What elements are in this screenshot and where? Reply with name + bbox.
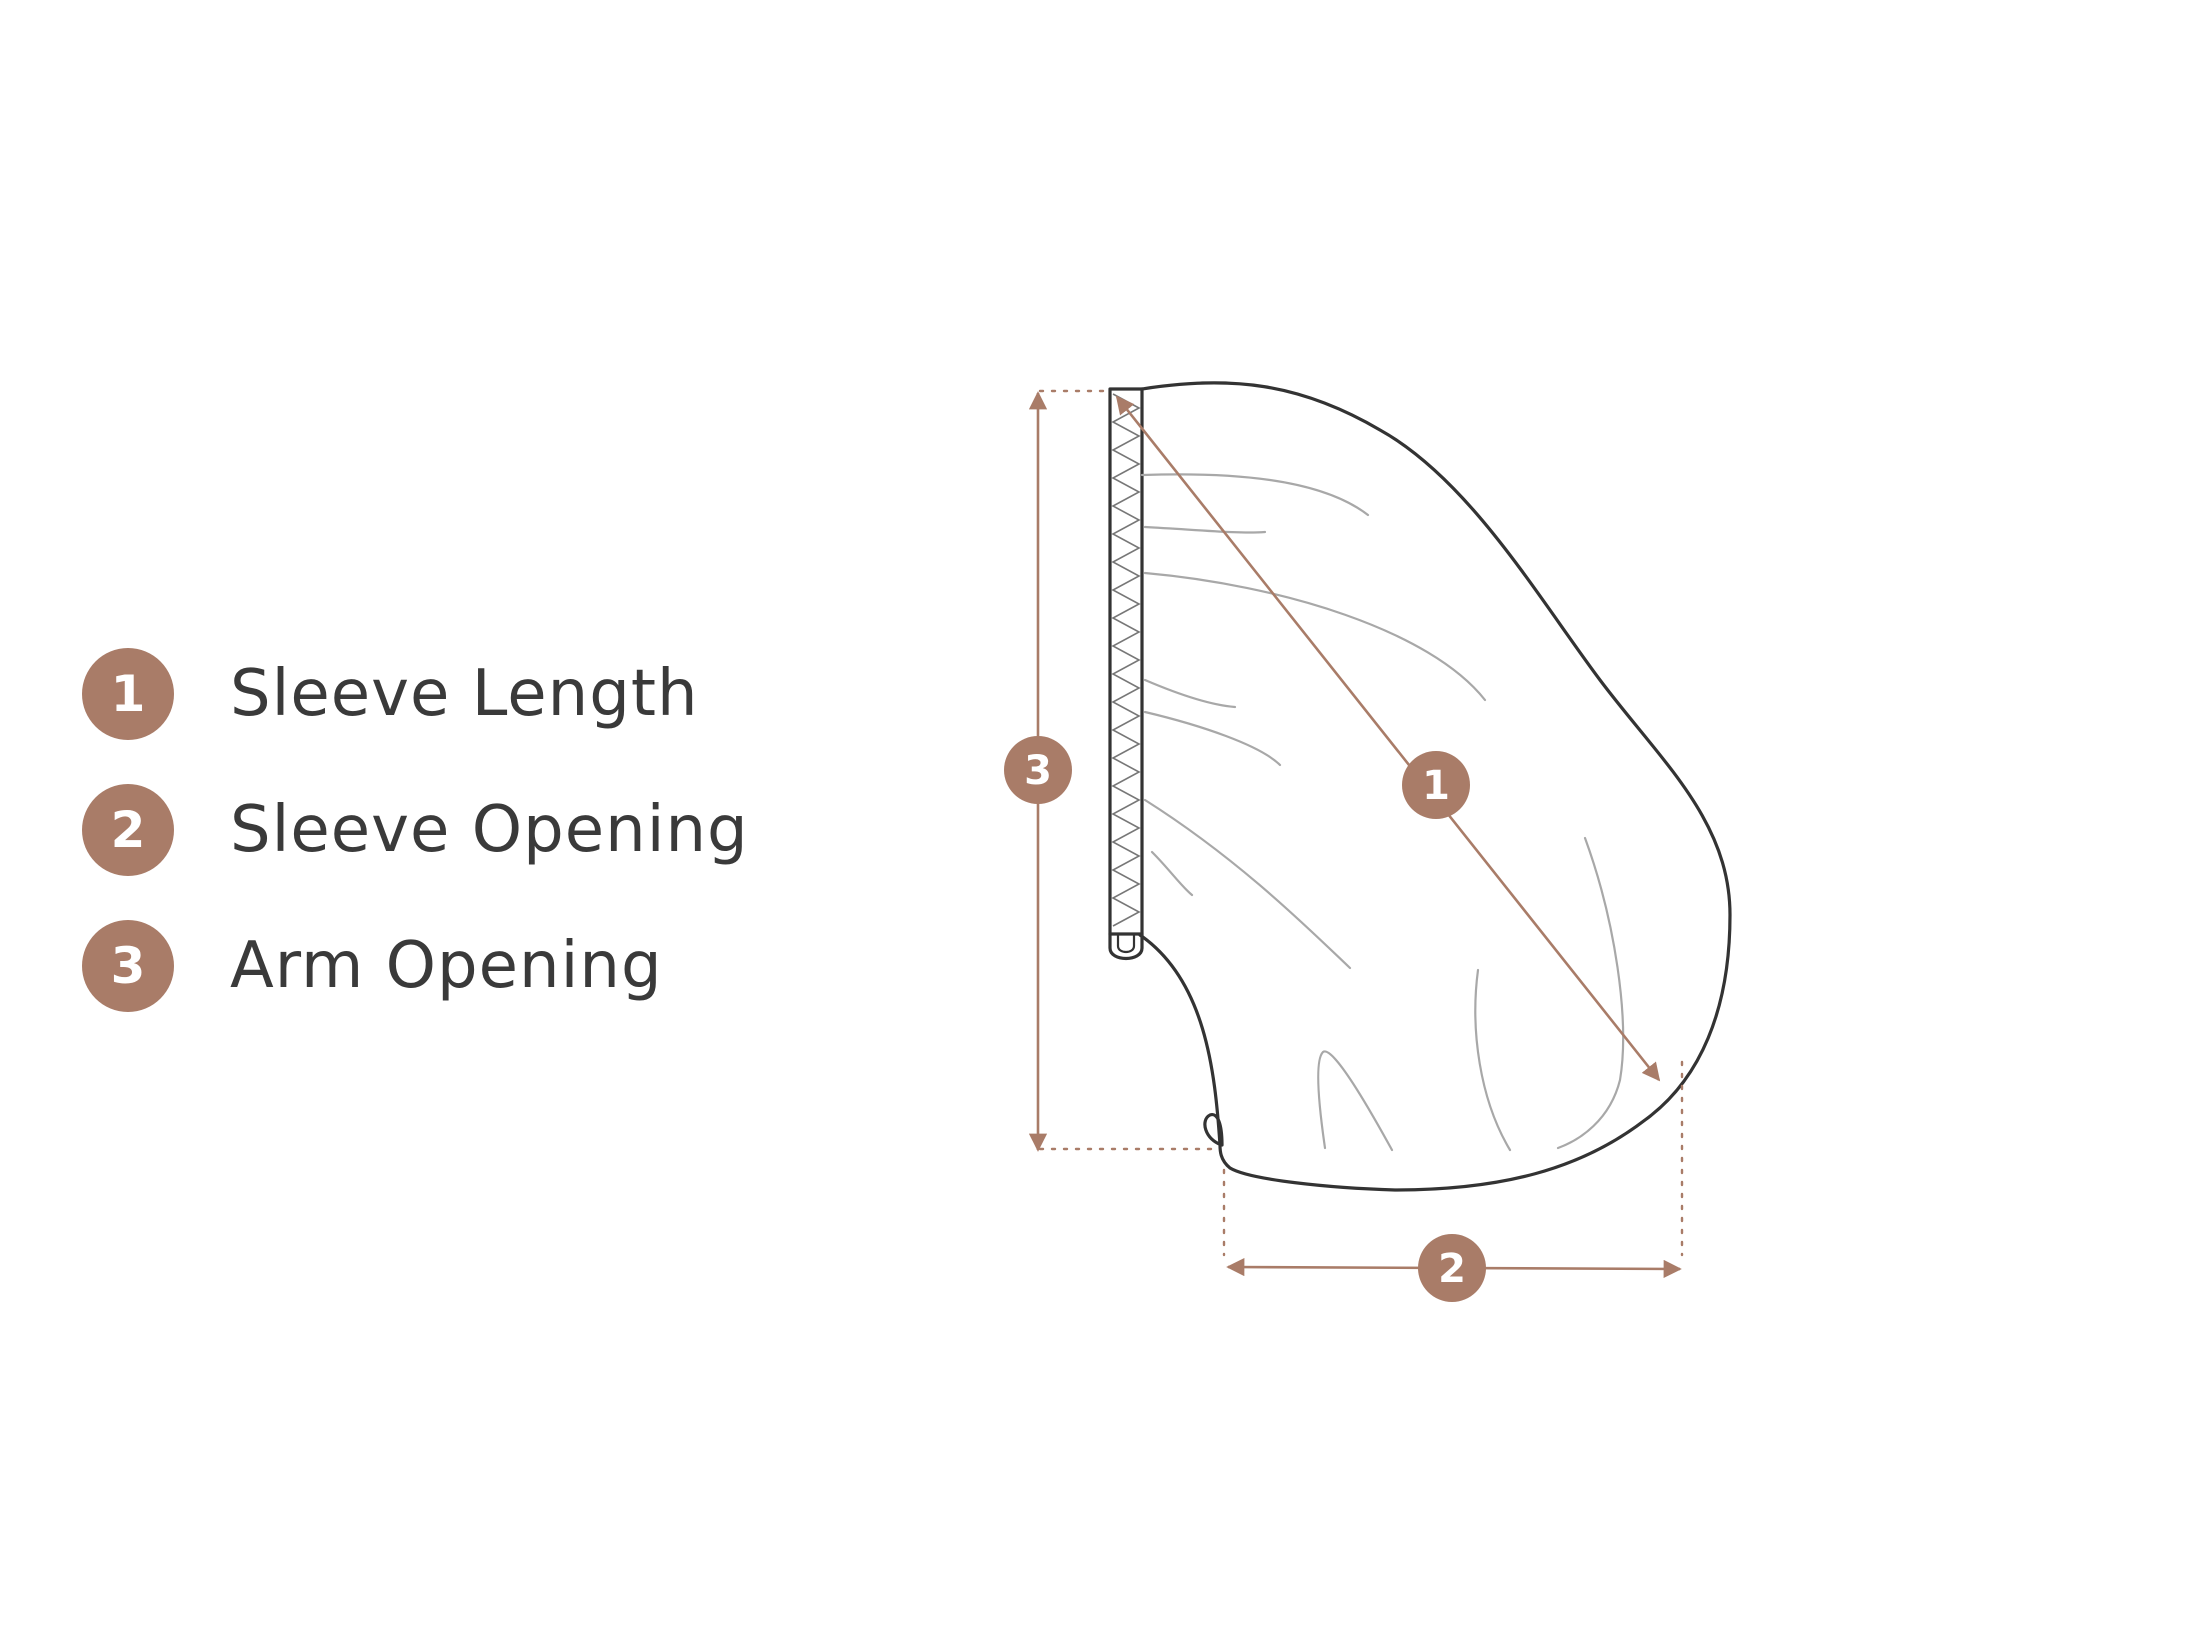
legend-item-sleeve-length: 1 Sleeve Length bbox=[82, 648, 699, 740]
cuff-hem-inner bbox=[1116, 932, 1136, 954]
legend-item-arm-opening: 3 Arm Opening bbox=[82, 920, 663, 1012]
callout-sleeve-opening: 2 bbox=[1418, 1234, 1486, 1302]
fold-line bbox=[1474, 968, 1512, 1152]
fold-line bbox=[1143, 678, 1237, 709]
callout-label-2: 2 bbox=[1438, 1246, 1466, 1292]
legend-label-arm-opening: Arm Opening bbox=[230, 929, 663, 1003]
fold-line bbox=[1150, 850, 1194, 897]
legend-label-sleeve-length: Sleeve Length bbox=[230, 657, 699, 731]
sleeve-length-arrow bbox=[1115, 395, 1661, 1082]
legend-label-sleeve-opening: Sleeve Opening bbox=[230, 793, 749, 867]
legend-item-sleeve-opening: 2 Sleeve Opening bbox=[82, 784, 749, 876]
fold-line bbox=[1143, 798, 1352, 970]
legend-badge-1: 1 bbox=[82, 648, 174, 740]
fold-line bbox=[1140, 473, 1370, 517]
fold-line bbox=[1143, 525, 1267, 534]
fold-line bbox=[1143, 571, 1487, 702]
extension-lines bbox=[1038, 389, 1684, 1257]
callout-arm-opening: 3 bbox=[1004, 736, 1072, 804]
cuff-hem-bottom bbox=[1108, 932, 1144, 961]
legend-badge-3: 3 bbox=[82, 920, 174, 1012]
callout-sleeve-length: 1 bbox=[1402, 751, 1470, 819]
callout-label-1: 1 bbox=[1422, 763, 1450, 809]
underarm-seam bbox=[1203, 1113, 1224, 1147]
fabric-fold-lines bbox=[1140, 473, 1625, 1152]
legend-badge-2: 2 bbox=[82, 784, 174, 876]
fold-line bbox=[1317, 1050, 1394, 1152]
fold-line bbox=[1143, 710, 1282, 767]
callout-label-3: 3 bbox=[1024, 748, 1052, 794]
